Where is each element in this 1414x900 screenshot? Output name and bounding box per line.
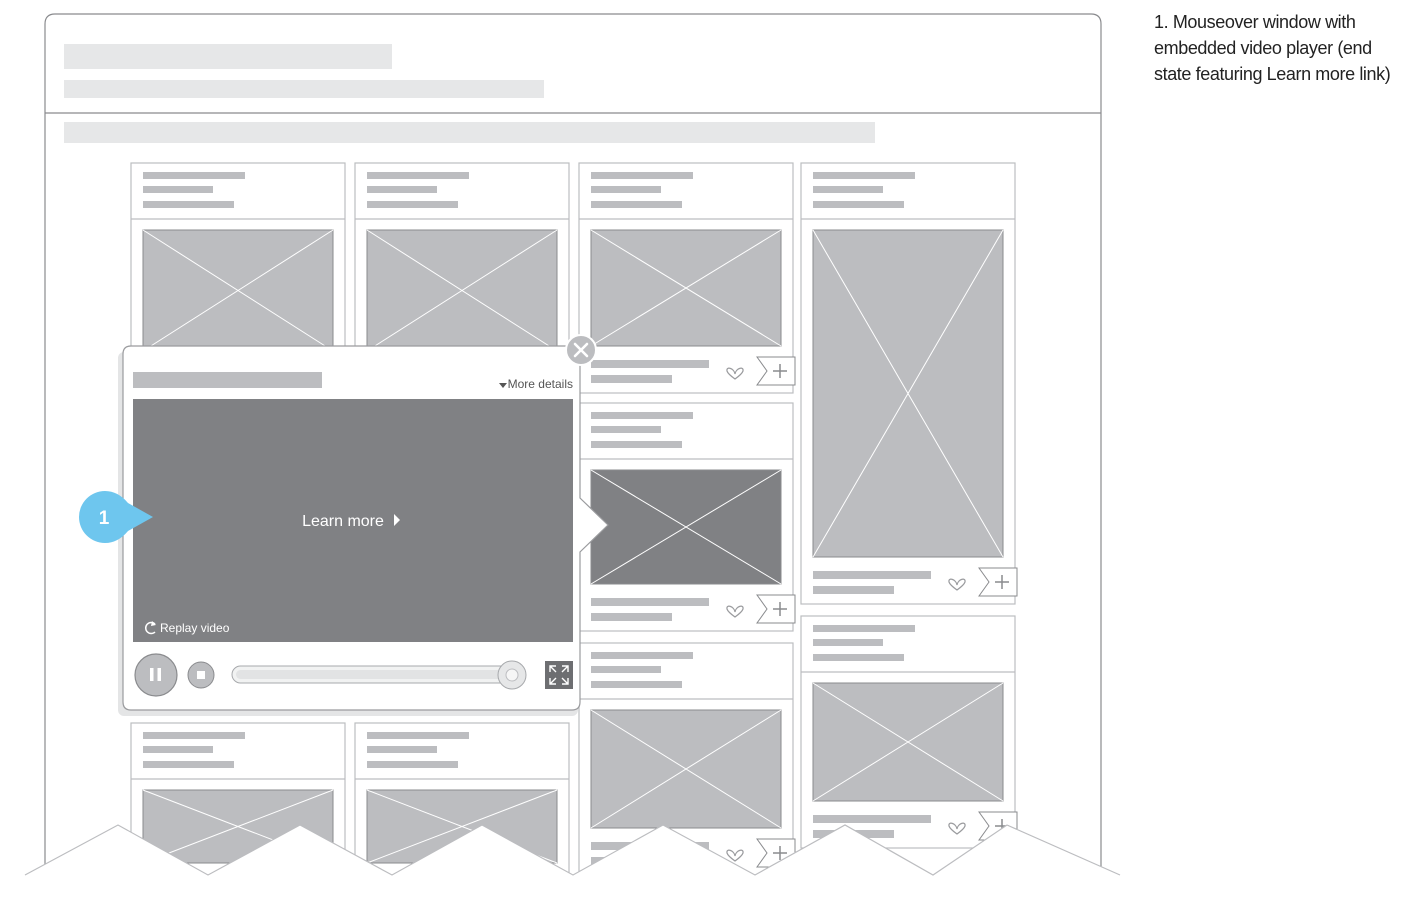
card-text-line xyxy=(813,172,915,179)
card-text-line xyxy=(813,654,904,661)
torn-edge-mask xyxy=(0,825,1414,900)
heart-icon xyxy=(948,822,966,835)
card-caption-line xyxy=(591,598,709,606)
card-text-line xyxy=(591,666,661,673)
card-text-line xyxy=(367,186,437,193)
card-text-line xyxy=(591,186,661,193)
card-text-line xyxy=(591,652,693,659)
add-icon xyxy=(995,575,1009,589)
add-icon xyxy=(773,364,787,378)
page-title-placeholder xyxy=(64,44,392,69)
card-text-line xyxy=(813,639,883,646)
card-caption-line xyxy=(591,613,672,621)
torn-edge-line xyxy=(24,824,1121,876)
more-details-label: More details xyxy=(508,377,573,391)
card-text-line xyxy=(367,172,469,179)
close-icon xyxy=(573,342,589,358)
card-text-line xyxy=(367,746,437,753)
card-text-line xyxy=(591,201,682,208)
product-card xyxy=(354,162,570,364)
image-placeholder-cross xyxy=(366,229,558,352)
progress-fill xyxy=(236,670,512,679)
fullscreen-button[interactable] xyxy=(545,661,573,689)
card-text-line xyxy=(367,761,458,768)
annotation-line: state featuring Learn more link) xyxy=(1154,64,1391,84)
image-placeholder-cross xyxy=(812,229,1004,558)
pause-icon xyxy=(150,668,154,681)
progress-handle-inner xyxy=(505,668,519,682)
more-details-link[interactable]: More details xyxy=(499,377,573,391)
card-text-line xyxy=(367,732,469,739)
card-text-line xyxy=(591,412,693,419)
card-caption-line xyxy=(813,586,894,594)
replay-icon-arrow xyxy=(151,621,156,626)
product-card xyxy=(800,162,1018,605)
pause-icon-bar xyxy=(157,668,161,681)
heart-icon xyxy=(726,849,744,862)
card-text-line xyxy=(591,681,682,688)
card-caption-line xyxy=(591,360,709,368)
image-placeholder-cross xyxy=(812,682,1004,802)
stop-icon xyxy=(197,671,205,679)
card-text-line xyxy=(591,441,682,448)
close-button[interactable] xyxy=(565,334,597,366)
annotation-line: 1. Mouseover window with xyxy=(1154,12,1356,32)
callout-marker: 1 xyxy=(79,491,153,543)
pause-button-bg xyxy=(134,653,178,697)
card-text-line xyxy=(367,201,458,208)
product-card xyxy=(578,642,796,876)
card-text-line xyxy=(143,746,213,753)
annotation-line: embedded video player (end xyxy=(1154,38,1372,58)
page-subtitle-placeholder xyxy=(64,80,544,98)
annotation-note: 1. Mouseover window with embedded video … xyxy=(1154,9,1404,87)
fullscreen-icon xyxy=(545,661,573,689)
popup-title-placeholder xyxy=(133,372,322,388)
product-card xyxy=(800,615,1018,849)
callout-shape xyxy=(79,491,153,543)
page-frame xyxy=(44,13,1102,875)
learn-more-label: Learn more xyxy=(302,513,384,530)
image-placeholder-cross xyxy=(142,229,334,352)
heart-icon xyxy=(726,605,744,618)
callout-number: 1 xyxy=(99,508,110,529)
chevron-down-icon xyxy=(499,383,507,388)
card-text-line xyxy=(143,172,245,179)
fullscreen-icon-arrows xyxy=(549,665,569,685)
card-text-line xyxy=(813,186,883,193)
mouseover-window: More details Learn more Replay video xyxy=(118,334,609,716)
add-icon xyxy=(773,846,787,860)
card-text-line xyxy=(591,426,661,433)
card-text-line xyxy=(143,186,213,193)
card-text-line xyxy=(813,201,904,208)
replay-video-label: Replay video xyxy=(160,621,230,635)
card-caption-line xyxy=(591,375,672,383)
product-card xyxy=(578,162,796,394)
filter-bar-placeholder xyxy=(64,122,875,143)
card-text-line xyxy=(143,201,234,208)
image-placeholder-cross xyxy=(590,469,782,585)
replay-video-link[interactable]: Replay video xyxy=(144,621,230,635)
heart-icon xyxy=(948,578,966,591)
product-card xyxy=(130,162,346,364)
card-text-line xyxy=(143,732,245,739)
play-arrow-icon xyxy=(394,514,400,526)
card-caption-line xyxy=(813,815,931,823)
learn-more-link[interactable]: Learn more xyxy=(302,513,400,530)
stop-button[interactable] xyxy=(187,661,215,689)
video-player[interactable] xyxy=(133,399,573,642)
card-caption-line xyxy=(813,571,931,579)
card-text-line xyxy=(591,172,693,179)
pause-button[interactable] xyxy=(134,653,178,697)
image-placeholder-cross xyxy=(590,709,782,829)
add-icon xyxy=(773,602,787,616)
heart-icon xyxy=(726,367,744,380)
product-card xyxy=(578,402,796,632)
progress-slider[interactable] xyxy=(231,660,527,690)
image-placeholder-cross xyxy=(590,229,782,347)
card-text-line xyxy=(143,761,234,768)
card-text-line xyxy=(813,625,915,632)
